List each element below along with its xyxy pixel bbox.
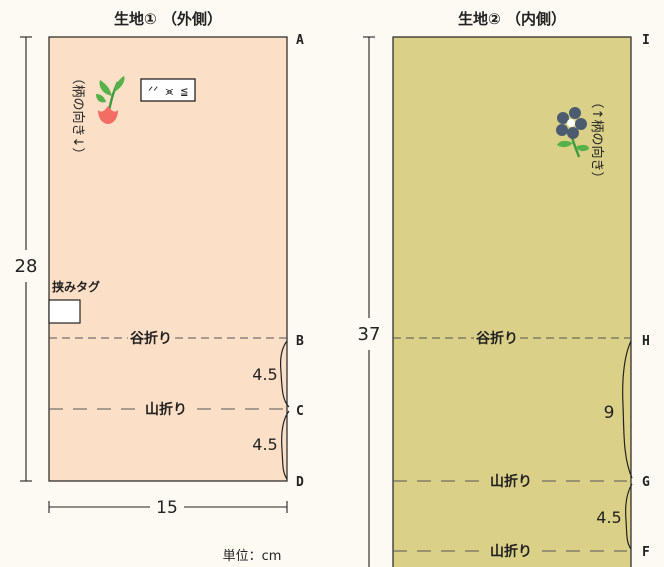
point-f: F <box>642 545 650 560</box>
svg-text:ᐟᐟ ⪤ ≦: ᐟᐟ ⪤ ≦ <box>148 84 188 98</box>
fabric2-brace-gf <box>625 483 633 550</box>
fabric1-brace-bc <box>279 340 290 408</box>
fabric2-dim-hg-label: 9 <box>604 403 615 423</box>
fabric1-dim-cd-label: 4.5 <box>252 435 277 454</box>
fabric2-dim-gf-label: 4.5 <box>596 508 621 527</box>
fabric1-height-label: 28 <box>15 256 38 277</box>
fabric1-dim-bc-label: 4.5 <box>252 365 277 384</box>
brand-label-box: ᐟᐟ ⪤ ≦ <box>140 78 196 102</box>
svg-text:（柄の向き↓）: （柄の向き↓） <box>70 72 86 161</box>
tulip-icon <box>96 76 125 124</box>
fabric2-pattern-direction-text: （↑柄の向き） <box>589 96 605 185</box>
svg-text:（↑柄の向き）: （↑柄の向き） <box>589 96 605 185</box>
fabric1-title: 生地① （外側） <box>114 10 222 28</box>
fabric1-height-dimension <box>20 36 32 482</box>
point-i: I <box>642 33 650 48</box>
point-g: G <box>642 475 650 490</box>
fabric1-tag-label: 挟みタグ <box>52 279 100 294</box>
fabric1-brace-cd <box>281 410 290 480</box>
fabric1-mountain-fold-label: 山折り <box>145 401 187 418</box>
fabric2-height-label: 37 <box>358 324 381 345</box>
fabric1-panel <box>48 36 288 482</box>
point-d: D <box>296 475 304 490</box>
fabric1-valley-fold-label: 谷折り <box>130 330 172 347</box>
flower-icon <box>556 107 589 158</box>
point-c: C <box>296 404 304 419</box>
point-b: B <box>296 334 304 349</box>
fabric2-brace-hg <box>622 340 633 479</box>
fabric2-pattern-direction: （↑柄の向き） <box>589 96 605 185</box>
point-a: A <box>296 33 304 48</box>
point-h: H <box>642 334 650 349</box>
fabric2-title: 生地② （内側） <box>458 10 566 28</box>
fabric2-height-dimension <box>363 36 375 567</box>
fabric2-valley-fold-label: 谷折り <box>476 330 518 347</box>
unit-label: 単位：cm <box>223 548 282 564</box>
fabric2-panel <box>392 36 632 567</box>
fabric1-pattern-direction: （柄の向き↓） <box>70 72 86 161</box>
fabric1-pattern-direction-text: （柄の向き↓） <box>70 72 86 161</box>
fabric1-width-label: 15 <box>156 498 178 518</box>
fabric1-tag-rect <box>48 299 81 324</box>
fabric2-mountain-fold-label-1: 山折り <box>490 473 532 490</box>
fabric1-width-dimension <box>48 501 288 513</box>
fabric2-mountain-fold-label-2: 山折り <box>490 543 532 560</box>
